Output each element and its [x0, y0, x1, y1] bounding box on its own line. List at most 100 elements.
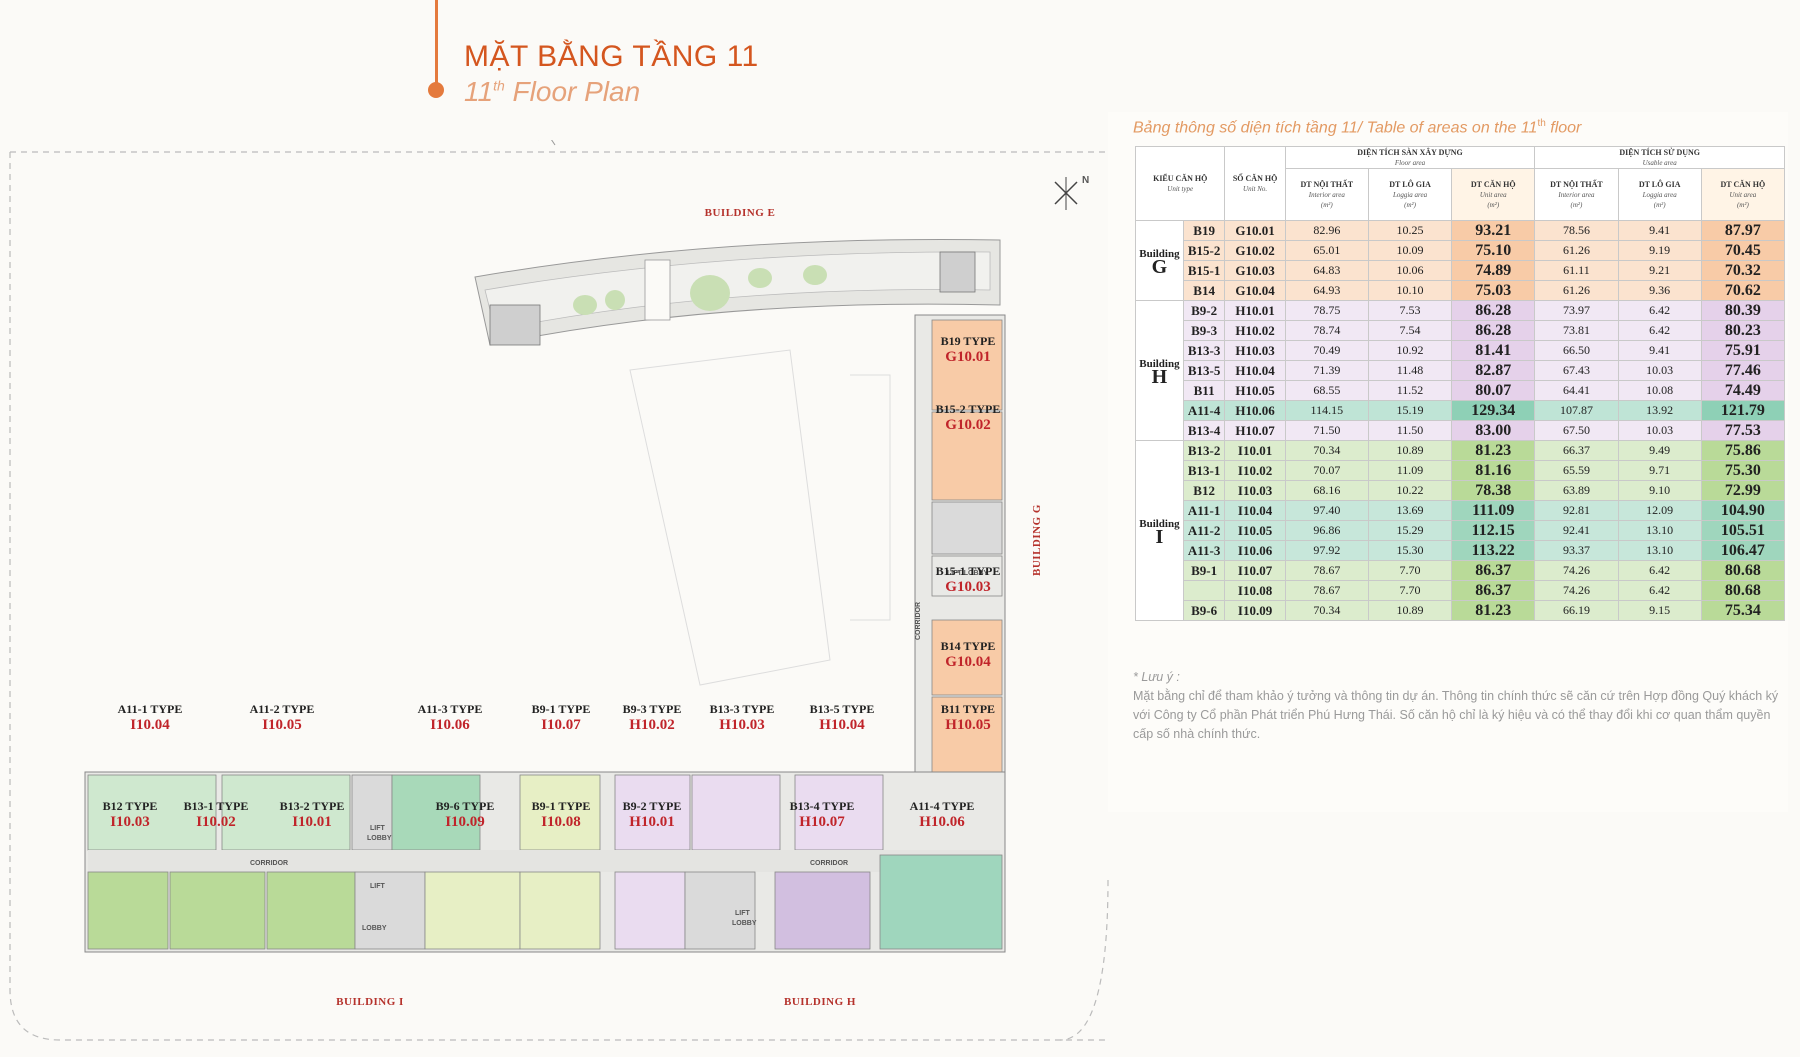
unit-no-cell: H10.03 — [1224, 340, 1286, 361]
usable-interior-cell: 64.41 — [1534, 380, 1619, 401]
type-cell: B14 — [1182, 280, 1226, 301]
floor-interior-cell: 78.67 — [1284, 560, 1369, 581]
usable-interior-cell: 78.56 — [1534, 220, 1619, 241]
corridor-label-h: CORRIDOR — [810, 860, 848, 867]
floor-interior-cell: 96.86 — [1284, 520, 1369, 541]
unit-type-label: B13-1 TYPE — [184, 799, 249, 813]
type-cell — [1182, 580, 1226, 601]
usable-interior-cell: 74.26 — [1534, 560, 1619, 581]
floor-loggia-cell: 7.70 — [1367, 560, 1453, 581]
usable-unit-cell: 106.47 — [1700, 540, 1786, 561]
floor-loggia-cell: 15.30 — [1367, 540, 1453, 561]
type-cell: B11 — [1182, 380, 1226, 401]
usable-unit-cell: 75.30 — [1700, 460, 1786, 481]
floor-unit-cell: 81.16 — [1451, 460, 1536, 481]
type-cell: B15-1 — [1182, 260, 1226, 281]
floor-interior-cell: 70.34 — [1284, 600, 1369, 621]
unit-type-label: A11-3 TYPE — [418, 702, 483, 716]
unit-number-label: H10.02 — [629, 717, 674, 733]
unit-no-cell: H10.06 — [1224, 400, 1286, 421]
floor-interior-cell: 71.50 — [1284, 420, 1369, 441]
building-h-label: BUILDING H — [784, 996, 856, 1008]
building-g-block: LIFT LOBBY CORRIDOR BUILDING G — [914, 314, 1043, 856]
unit-no-cell: I10.06 — [1224, 540, 1286, 561]
usable-interior-cell: 65.59 — [1534, 460, 1619, 481]
unit-number-label: H10.01 — [629, 814, 674, 830]
usable-loggia-cell: 9.71 — [1617, 460, 1702, 481]
floor-loggia-cell: 10.89 — [1367, 440, 1453, 461]
usable-unit-cell: 80.39 — [1700, 300, 1786, 321]
usable-loggia-cell: 6.42 — [1617, 560, 1702, 581]
unit-type-label: B19 TYPE — [941, 334, 996, 348]
floor-interior-cell: 64.93 — [1284, 280, 1369, 301]
floor-interior-cell: 70.07 — [1284, 460, 1369, 481]
usable-unit-cell: 87.97 — [1700, 220, 1786, 241]
unit-type-label: B15-2 TYPE — [936, 402, 1001, 416]
usable-interior-cell: 63.89 — [1534, 480, 1619, 501]
bottom-wing-block: CORRIDOR CORRIDOR LIFT LOBBY LIFT LOBBY … — [84, 771, 1006, 1008]
page-subtitle: 11th Floor Plan — [464, 76, 641, 107]
unit-type-label: A11-1 TYPE — [118, 702, 183, 716]
corridor-label-g: CORRIDOR — [915, 602, 922, 640]
usable-unit-cell: 74.49 — [1700, 380, 1786, 401]
floor-unit-cell: 86.37 — [1451, 560, 1536, 581]
unit-number-label: I10.02 — [196, 814, 236, 830]
floor-loggia-cell: 10.06 — [1367, 260, 1453, 281]
usable-loggia-cell: 10.03 — [1617, 360, 1702, 381]
type-cell: B13-4 — [1182, 420, 1226, 441]
lobby-label-h: LOBBY — [732, 920, 757, 927]
type-cell: A11-1 — [1182, 500, 1226, 521]
floor-unit-cell: 86.28 — [1451, 300, 1536, 321]
unit-number-label: G10.02 — [945, 417, 990, 433]
unit-type-label: B15-1 TYPE — [936, 564, 1001, 578]
building-g-label: BUILDING G — [1031, 504, 1043, 576]
usable-loggia-cell: 10.03 — [1617, 420, 1702, 441]
site-boundary — [9, 151, 1108, 1041]
usable-loggia-cell: 13.10 — [1617, 540, 1702, 561]
usable-interior-cell: 61.26 — [1534, 280, 1619, 301]
unit-no-cell: H10.01 — [1224, 300, 1286, 321]
unit-type-label: B12 TYPE — [103, 799, 158, 813]
unit-type-label: B13-3 TYPE — [710, 702, 775, 716]
floor-interior-cell: 114.15 — [1284, 400, 1369, 421]
type-cell: B9-2 — [1182, 300, 1226, 321]
building-i-label: BUILDING I — [336, 996, 404, 1008]
usable-loggia-cell: 9.41 — [1617, 340, 1702, 361]
floor-unit-cell: 93.21 — [1451, 220, 1536, 241]
usable-loggia-cell: 9.15 — [1617, 600, 1702, 621]
type-cell: B13-5 — [1182, 360, 1226, 381]
page-title: MẶT BẰNG TẦNG 11 — [464, 40, 759, 73]
unit-number-label: I10.03 — [110, 814, 150, 830]
usable-interior-cell: 61.26 — [1534, 240, 1619, 261]
note-title: * Lưu ý : — [1133, 670, 1180, 684]
usable-loggia-cell: 9.49 — [1617, 440, 1702, 461]
usable-interior-cell: 67.50 — [1534, 420, 1619, 441]
unit-number-label: I10.07 — [541, 717, 581, 733]
unit-number-label: I10.05 — [262, 717, 302, 733]
floor-loggia-cell: 10.89 — [1367, 600, 1453, 621]
usable-unit-cell: 70.62 — [1700, 280, 1786, 301]
type-cell: B13-1 — [1182, 460, 1226, 481]
unit-type-label: B13-4 TYPE — [790, 799, 855, 813]
floor-interior-cell: 78.67 — [1284, 580, 1369, 601]
unit-no-cell: H10.07 — [1224, 420, 1286, 441]
unit-number-label: H10.03 — [719, 717, 764, 733]
floor-unit-cell: 75.10 — [1451, 240, 1536, 261]
usable-loggia-cell: 9.21 — [1617, 260, 1702, 281]
unit-no-cell: I10.09 — [1224, 600, 1286, 621]
usable-unit-cell: 104.90 — [1700, 500, 1786, 521]
floor-unit-cell: 78.38 — [1451, 480, 1536, 501]
unit-number-label: I10.09 — [445, 814, 485, 830]
unit-number-label: H10.04 — [819, 717, 865, 733]
type-cell: A11-2 — [1182, 520, 1226, 541]
floor-loggia-cell: 10.25 — [1367, 220, 1453, 241]
unit-type-label: A11-2 TYPE — [250, 702, 315, 716]
